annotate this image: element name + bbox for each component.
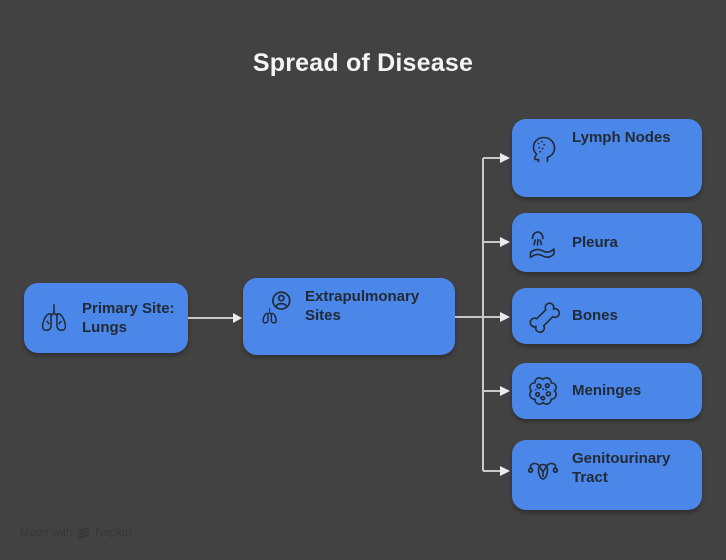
pleura-icon [523,223,563,263]
node-bones: Bones [512,288,702,344]
genitourinary-icon [523,449,563,489]
node-pleura: Pleura [512,213,702,272]
node-primary-site-lungs: Primary Site: Lungs [24,283,188,353]
node-lymph-nodes: Lymph Nodes [512,119,702,197]
node-label: Pleura [572,233,618,251]
watermark-brand: Napkin [95,527,132,539]
node-meninges: Meninges [512,363,702,419]
bone-icon [523,296,563,336]
page-title: Spread of Disease [252,49,474,77]
node-genitourinary-tract: Genitourinary Tract [512,440,702,510]
lungs-icon [35,299,73,337]
head-lymph-icon [523,128,563,168]
node-label: Lymph Nodes [572,129,671,146]
node-extrapulmonary-sites: Extrapulmonary Sites [243,278,455,355]
node-label: Bones [572,307,618,325]
meninges-icon [523,371,563,411]
node-label: Genitourinary Tract [572,450,671,487]
watermark-prefix: Made with [20,527,73,539]
node-label: Extrapulmonary Sites [305,288,420,325]
node-label: Meninges [572,382,642,400]
watermark: Made with Napkin [20,524,131,542]
napkin-logo-icon [78,527,90,539]
node-label: Primary Site: Lungs [82,299,175,336]
person-lungs-icon [254,287,296,329]
